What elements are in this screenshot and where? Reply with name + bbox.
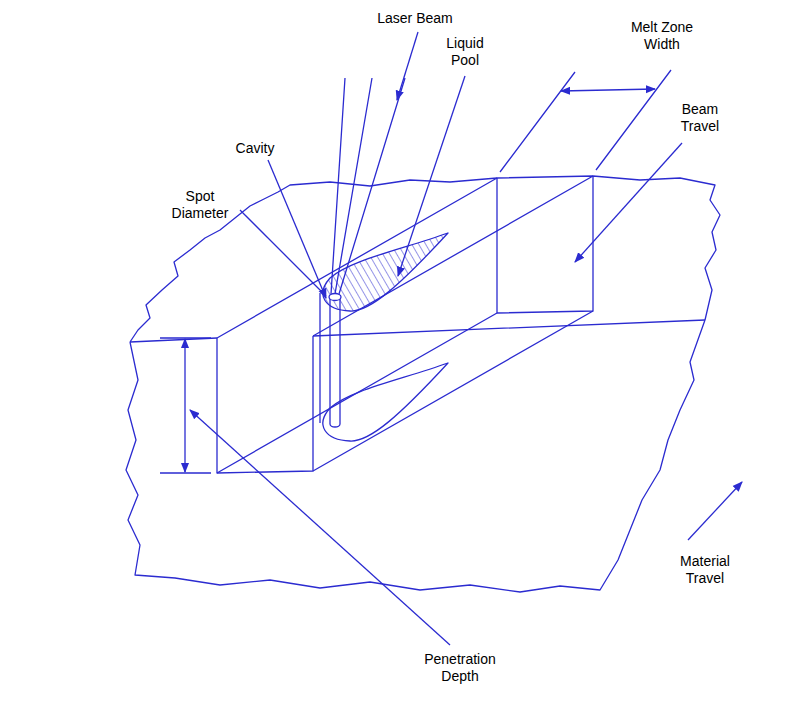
material-front-face xyxy=(126,320,705,592)
material-top-surface xyxy=(130,176,720,342)
dimension-arrow xyxy=(561,89,655,91)
leader-arrow xyxy=(190,410,450,645)
cavity xyxy=(330,297,340,424)
callout-label: Liquid Pool xyxy=(441,35,489,69)
spot xyxy=(329,294,341,301)
laser-beam xyxy=(331,78,405,294)
extension-line xyxy=(160,338,211,473)
callout-label: Melt Zone Width xyxy=(626,19,698,53)
callout-label: Cavity xyxy=(225,140,285,157)
extension-line xyxy=(500,70,671,172)
leader-line xyxy=(240,210,326,296)
callout-label: Material Travel xyxy=(673,553,737,587)
front-edge xyxy=(130,320,705,342)
leader-arrow xyxy=(397,32,418,100)
leader-arrow xyxy=(575,143,682,262)
pool-side xyxy=(319,293,320,423)
callout-label: Beam Travel xyxy=(674,101,726,135)
liquid-pool xyxy=(323,233,448,311)
cavity-bottom xyxy=(330,424,340,427)
callout-label: Laser Beam xyxy=(370,10,460,27)
leader-arrow xyxy=(268,160,326,298)
travel-arrow xyxy=(688,482,742,540)
pool-bottom xyxy=(323,363,448,441)
callout-label: Spot Diameter xyxy=(167,188,233,222)
leader-arrow xyxy=(398,76,465,276)
back-face xyxy=(497,176,593,313)
callout-label: Penetration Depth xyxy=(415,651,505,685)
melt-cross-section xyxy=(217,336,313,473)
melt-zone-bottom xyxy=(217,311,593,473)
dimension-arrow xyxy=(184,339,185,472)
